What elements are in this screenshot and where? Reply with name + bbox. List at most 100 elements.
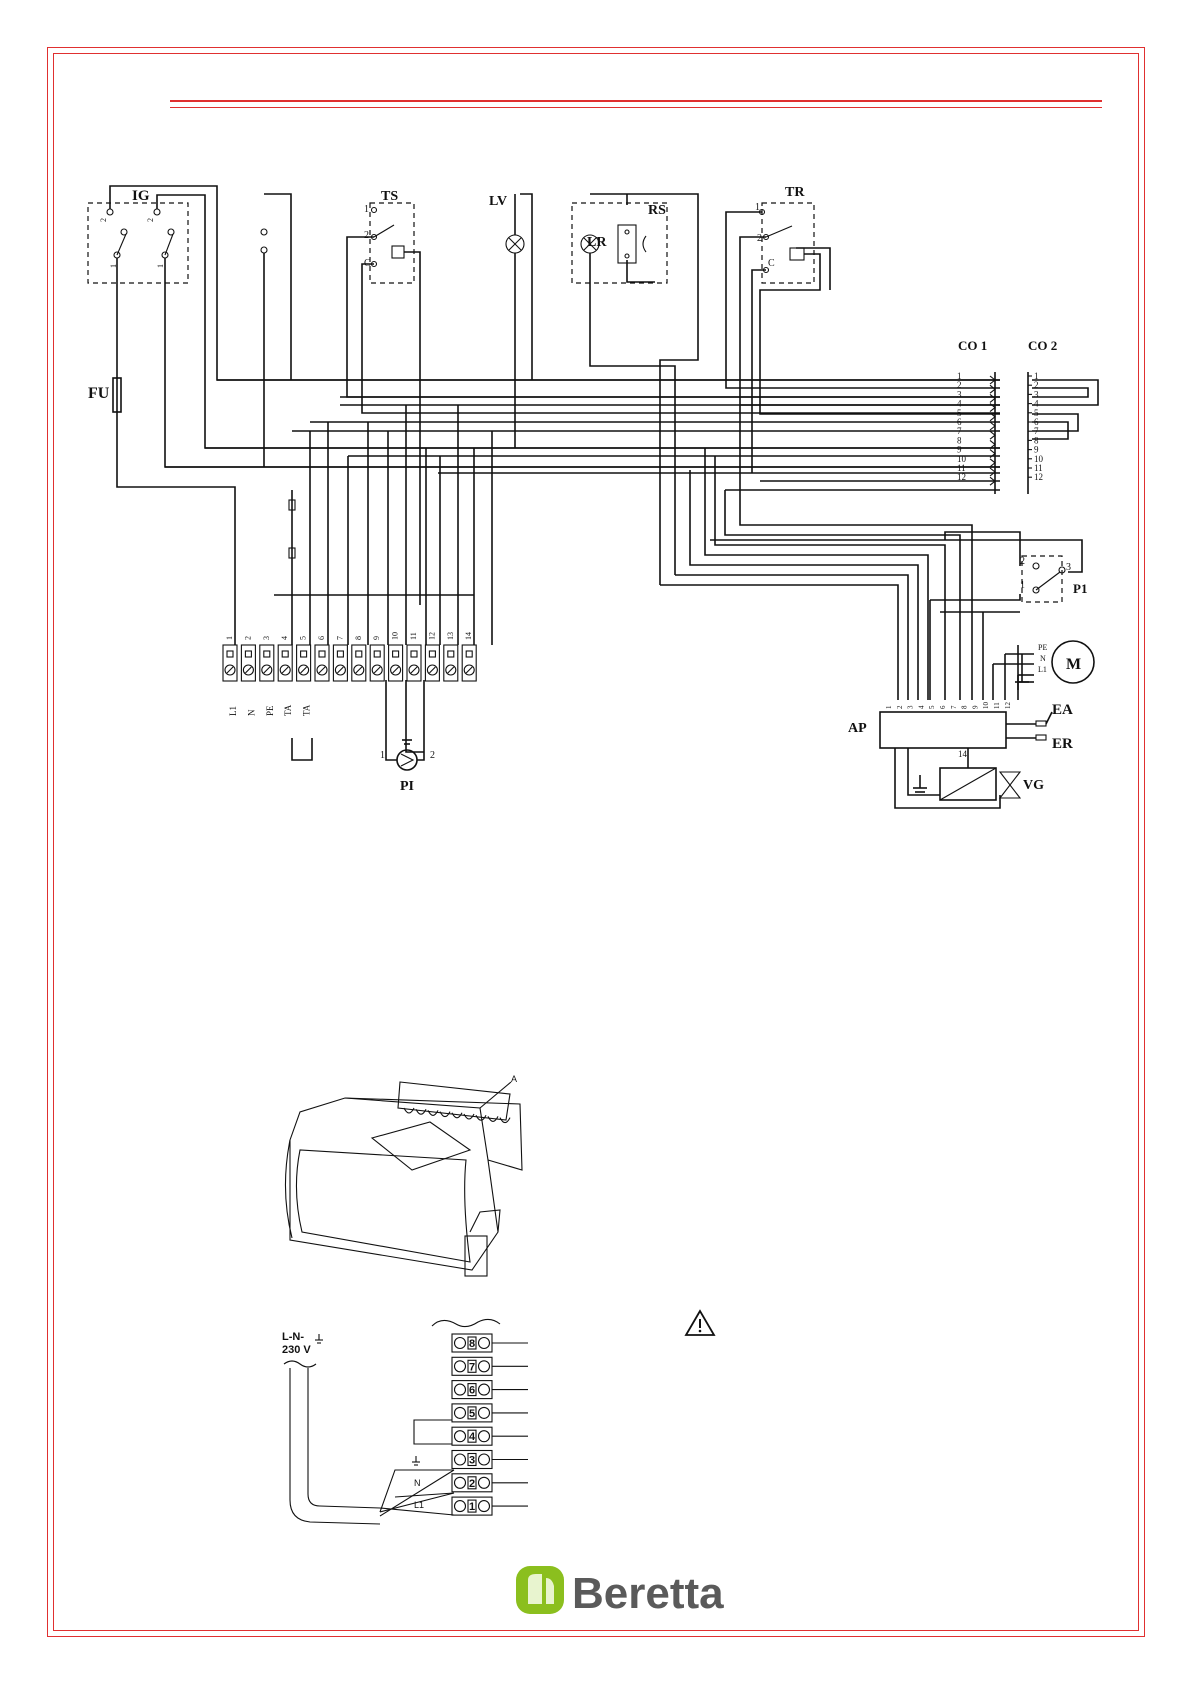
- terminal: [388, 644, 404, 682]
- terminal-number: 3: [469, 1455, 475, 1467]
- ts-box: [369, 202, 415, 284]
- terminal-screw: [261, 664, 273, 676]
- co1-pin-label: 9: [957, 445, 962, 455]
- co1-pin-label: 3: [957, 389, 962, 399]
- terminal: [259, 644, 275, 682]
- bus-lines: [165, 379, 1000, 491]
- terminal-label: L1: [228, 706, 238, 716]
- ig-switch-box: [87, 202, 189, 284]
- label-vg: VG: [1023, 778, 1044, 793]
- ap-pin-label: 3: [907, 705, 915, 709]
- terminal-screw: [353, 664, 365, 676]
- co1-pin: [989, 476, 996, 486]
- co2-pin-label: 5: [1034, 408, 1039, 418]
- svg-text:L1: L1: [414, 1500, 424, 1510]
- terminal-screw: [224, 664, 236, 676]
- terminal-number: 3: [262, 636, 271, 640]
- svg-text:230 V: 230 V: [282, 1344, 311, 1356]
- label-ts: TS: [381, 189, 398, 204]
- co1-pin-label: 6: [957, 417, 962, 427]
- label-rs: RS: [648, 203, 666, 218]
- svg-text:2: 2: [99, 218, 108, 222]
- terminal: [314, 644, 330, 682]
- svg-text:M: M: [1066, 656, 1081, 673]
- terminal-drops: [274, 405, 493, 645]
- terminal-number: 13: [446, 632, 455, 640]
- svg-text:N: N: [1040, 654, 1046, 663]
- svg-text:C: C: [768, 258, 775, 269]
- svg-text:L-N-: L-N-: [282, 1331, 304, 1343]
- fuse-fu: [112, 377, 122, 413]
- ap-pin-label: 4: [917, 705, 925, 709]
- terminal-label: PE: [265, 705, 275, 716]
- label-lr: LR: [587, 235, 607, 250]
- terminal-number: 5: [299, 636, 308, 640]
- ap-pin-label: 6: [939, 705, 947, 709]
- co1-pin: [989, 430, 996, 440]
- page-frame-inner: [53, 53, 1139, 1631]
- warning-icon: [684, 1309, 716, 1336]
- co2-pin-label: 12: [1034, 472, 1043, 482]
- terminal-label: TA: [283, 704, 293, 716]
- co1-pin-label: 10: [957, 454, 967, 464]
- page-frame-outer: [47, 47, 1145, 1637]
- label-er: ER: [1052, 736, 1073, 752]
- ap-pin-label: 12: [1004, 702, 1012, 710]
- reset-rs: [617, 224, 637, 264]
- co1-pin: [989, 412, 996, 422]
- svg-text:3: 3: [1066, 562, 1071, 573]
- co1-pin: [989, 449, 996, 459]
- terminal-number: 4: [469, 1431, 476, 1443]
- pump-pi: 1 2: [380, 680, 435, 771]
- ap-pin-label: 11: [993, 702, 1001, 709]
- co1-pin: [989, 467, 996, 477]
- svg-text:2: 2: [430, 750, 435, 761]
- terminal-number: 9: [372, 636, 381, 640]
- co2-pin-label: 1: [1034, 371, 1039, 381]
- co1-pin-label: 4: [957, 399, 962, 409]
- co2-pin-label: 3: [1034, 389, 1039, 399]
- co1-pin-label: 8: [957, 435, 962, 445]
- co1-pin: [989, 421, 996, 431]
- terminal-label: TA: [302, 704, 312, 716]
- header-rule: [170, 100, 1102, 108]
- svg-text:L1: L1: [1038, 665, 1047, 674]
- co2-pin-label: 9: [1034, 445, 1039, 455]
- terminal-screw: [445, 664, 457, 676]
- svg-text:1: 1: [755, 202, 760, 213]
- svg-text:1: 1: [380, 750, 385, 761]
- lr-rs-box: [571, 202, 668, 284]
- ig-switch-contacts: 2 2 1 1: [99, 208, 175, 268]
- terminal-screw: [390, 664, 402, 676]
- terminal-screw: [316, 664, 328, 676]
- label-lv: LV: [489, 194, 507, 209]
- terminal: [277, 644, 293, 682]
- terminal-screw: [426, 664, 438, 676]
- svg-text:N: N: [414, 1478, 421, 1488]
- co1-pin: [989, 403, 996, 413]
- terminal-number: 8: [354, 636, 363, 640]
- terminal: [443, 644, 459, 682]
- ap-pin-label: 9: [971, 705, 979, 709]
- terminal: [332, 644, 348, 682]
- terminal-number: 12: [427, 632, 436, 640]
- terminal: [351, 644, 367, 682]
- terminal-number: 1: [225, 636, 234, 640]
- terminal-screw: [334, 664, 346, 676]
- terminal-number: 10: [391, 632, 400, 640]
- svg-text:2: 2: [1020, 556, 1025, 567]
- terminal-number: 2: [469, 1478, 475, 1490]
- terminal-screw: [279, 664, 291, 676]
- svg-text:2: 2: [364, 230, 369, 241]
- terminal-label: N: [246, 709, 256, 716]
- tr-contacts: 1 2 C: [755, 202, 805, 274]
- label-co2: CO 2: [1028, 338, 1057, 353]
- terminal: [240, 644, 256, 682]
- co2-pin-label: 2: [1034, 380, 1039, 390]
- terminal-number: 7: [335, 636, 344, 640]
- label-ig: IG: [132, 188, 150, 204]
